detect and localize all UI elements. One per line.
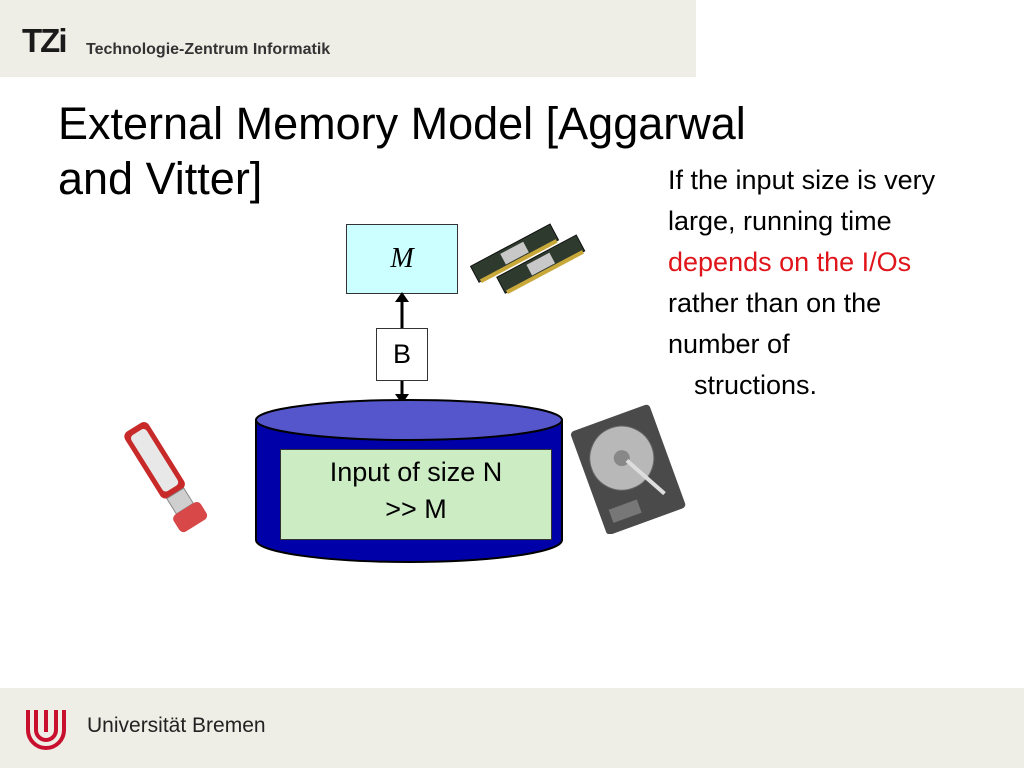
side-text-part-2: rather than on the number of <box>668 288 882 359</box>
university-name: Universität Bremen <box>87 714 266 737</box>
footer-band <box>0 688 1024 768</box>
slide-title: External Memory Model [Aggarwal and Vitt… <box>58 96 858 206</box>
slide-title-line-1: External Memory Model [Aggarwal <box>58 98 746 149</box>
university-logo <box>26 710 66 750</box>
input-label-line-1: Input of size N <box>329 457 503 487</box>
tzi-logo: TZi <box>22 22 68 59</box>
block-box: B <box>376 328 428 381</box>
usb-stick-image <box>124 422 208 533</box>
memory-block-arrow <box>395 292 409 330</box>
hard-drive-image <box>570 404 686 534</box>
side-text-part-1: If the input size is very large, running… <box>668 165 936 236</box>
slide-title-line-2: and Vitter] <box>58 153 263 204</box>
organization-name: Technologie-Zentrum Informatik <box>86 41 331 58</box>
ram-modules-image <box>469 223 586 294</box>
block-disk-arrow <box>395 379 409 404</box>
side-text-part-3: structions. <box>694 370 818 400</box>
input-box: Input of size N >> M <box>280 449 552 540</box>
memory-box: M <box>346 224 458 294</box>
side-text: If the input size is very large, running… <box>668 160 968 406</box>
header-band <box>0 0 696 77</box>
side-text-highlight: depends on the I/Os <box>668 247 912 277</box>
input-label-line-2: >> M <box>385 494 447 524</box>
